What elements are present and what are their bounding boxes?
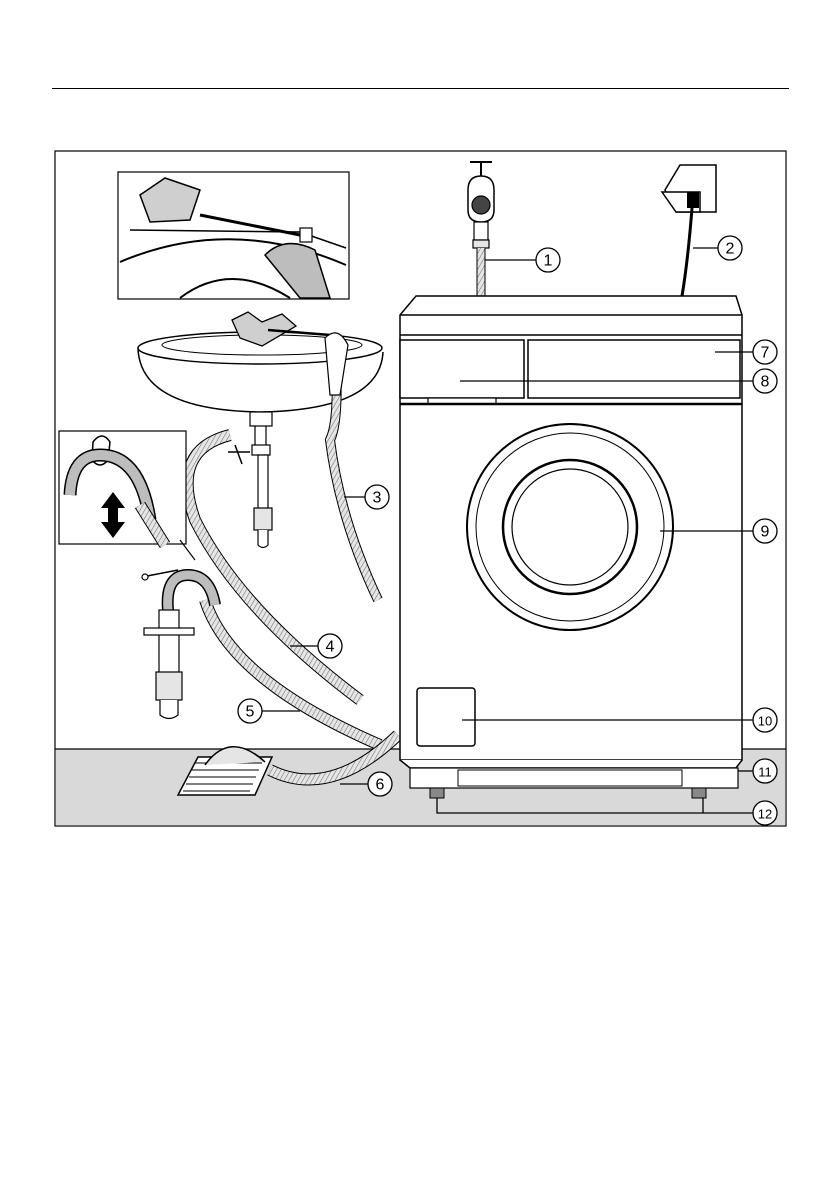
sink-hook-inset: [118, 172, 349, 299]
callout-9: 9: [761, 524, 770, 541]
plinth: [410, 768, 738, 788]
callout-6: 6: [376, 777, 385, 794]
control-panel[interactable]: [528, 340, 740, 398]
foot-left: [430, 788, 444, 798]
washing-machine: [400, 296, 742, 798]
callout-5: 5: [246, 704, 255, 721]
callout-4: 4: [326, 639, 335, 656]
callout-12: 12: [758, 807, 772, 822]
detergent-drawer[interactable]: [400, 340, 524, 398]
callout-11: 11: [758, 765, 772, 780]
callout-2: 2: [726, 241, 735, 258]
foot-right: [692, 788, 706, 798]
callout-3: 3: [373, 490, 382, 507]
installation-diagram: 1 2 3 4 5 6 7 8 9 10 11 12: [54, 150, 787, 827]
callout-10: 10: [758, 714, 772, 729]
callout-7: 7: [761, 345, 770, 362]
callout-1: 1: [544, 253, 553, 270]
drain-pump-access[interactable]: [417, 688, 475, 746]
hose-height-inset: [59, 431, 195, 560]
callout-8: 8: [761, 374, 770, 391]
header-rule: [52, 88, 789, 89]
door[interactable]: [467, 424, 673, 630]
